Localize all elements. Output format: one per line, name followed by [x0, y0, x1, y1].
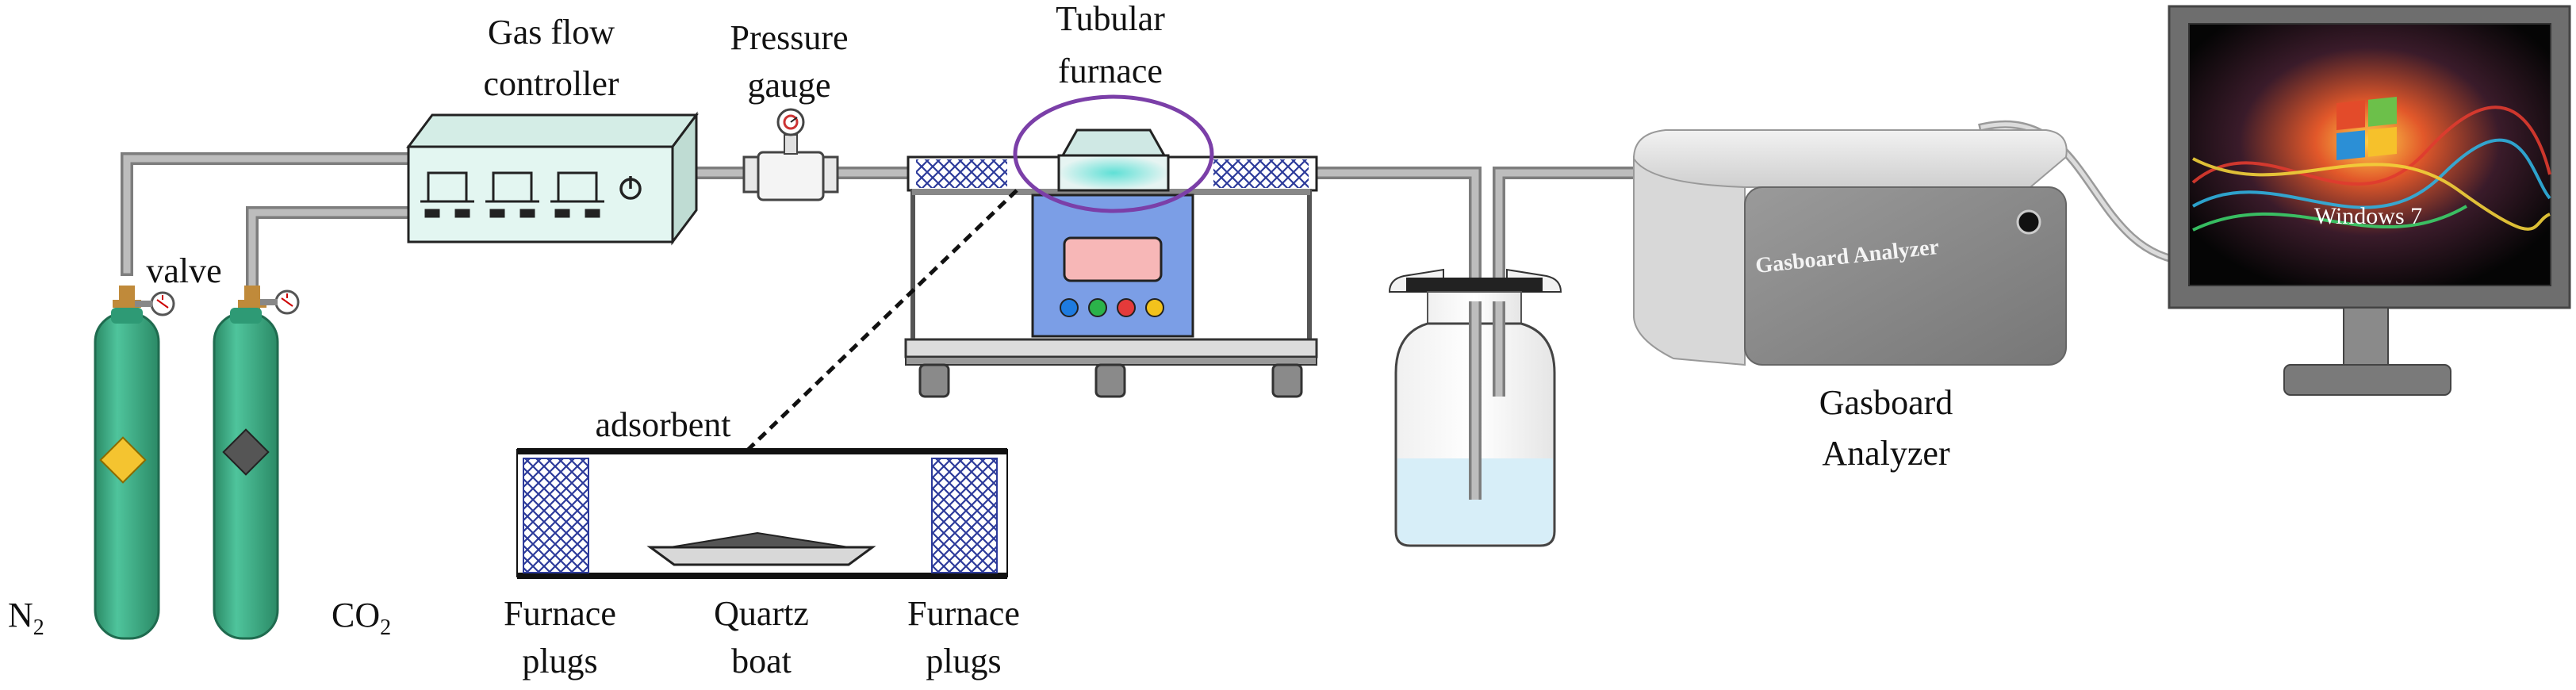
tubular-furnace — [904, 94, 1318, 398]
furnace-plug-left — [523, 458, 589, 573]
furnace-plugs-right-label-line1: Furnace — [907, 594, 1020, 633]
furnace-plug — [1213, 159, 1309, 188]
co2-label-base: CO — [332, 596, 380, 634]
quartz-boat-label-line2: boat — [731, 642, 792, 680]
n2-label-base: N — [8, 596, 33, 634]
n2-label-subscript: 2 — [33, 615, 44, 640]
gas-washing-bottle — [1388, 268, 1562, 547]
furnace-plugs-left-label-line1: Furnace — [504, 594, 616, 633]
indicator-lights — [1060, 298, 1164, 317]
furnace-plugs-right-label-line2: plugs — [926, 642, 1001, 680]
zoom-indicator-line — [744, 189, 1018, 454]
monitor-screen-text: Windows 7 — [2314, 203, 2422, 229]
co2-hazard-diamond — [222, 428, 270, 476]
pressure-gauge — [742, 108, 839, 201]
quartz-boat — [646, 531, 876, 566]
co2-label: CO2 — [332, 596, 391, 640]
windows-logo-icon — [2336, 97, 2397, 161]
gasboard-analyzer-label-line1: Gasboard — [1819, 383, 1953, 422]
gasboard-analyzer-label-line2: Analyzer — [1822, 434, 1950, 473]
labels: Gas flow controller Pressure gauge Tubul… — [8, 0, 2422, 680]
valve-gauge-icon — [238, 286, 300, 315]
power-button-icon — [619, 176, 642, 200]
furnace-plug-right — [931, 458, 998, 573]
furnace-display — [1063, 236, 1163, 282]
furnace-plug — [916, 159, 1007, 188]
water — [1397, 458, 1553, 544]
tubular-furnace-label-line2: furnace — [1058, 52, 1163, 90]
tubular-furnace-label-line1: Tubular — [1056, 0, 1165, 38]
n2-label: N2 — [8, 596, 44, 640]
gas-flow-controller-label-line2: controller — [483, 64, 619, 103]
computer-monitor — [2168, 5, 2571, 396]
quartz-boat-label-line1: Quartz — [714, 594, 809, 633]
co2-gas-cylinder — [213, 286, 300, 640]
adsorbent-label: adsorbent — [595, 405, 730, 444]
co2-label-subscript: 2 — [380, 615, 391, 640]
valve-label: valve — [146, 251, 221, 290]
n2-gas-cylinder — [94, 286, 175, 640]
adsorbent-sample-section — [516, 448, 1008, 579]
gas-flow-controller-label-line1: Gas flow — [488, 13, 615, 52]
analyzer-front-panel — [1744, 186, 2067, 366]
gas-cylinder-icon — [213, 312, 279, 640]
flow-channel-displays — [420, 171, 604, 218]
pressure-gauge-icon — [776, 108, 805, 136]
gas-flow-controller — [406, 111, 699, 246]
pressure-gauge-label-line1: Pressure — [730, 18, 848, 57]
pressure-gauge-label-line2: gauge — [747, 66, 830, 105]
power-button-icon — [2016, 209, 2041, 235]
furnace-plugs-left-label-line2: plugs — [522, 642, 597, 680]
heating-zone-highlight — [1013, 94, 1214, 213]
gasboard-analyzer — [1632, 129, 2068, 366]
n2-hazard-diamond — [99, 436, 147, 484]
valve-gauge-icon — [113, 286, 175, 316]
